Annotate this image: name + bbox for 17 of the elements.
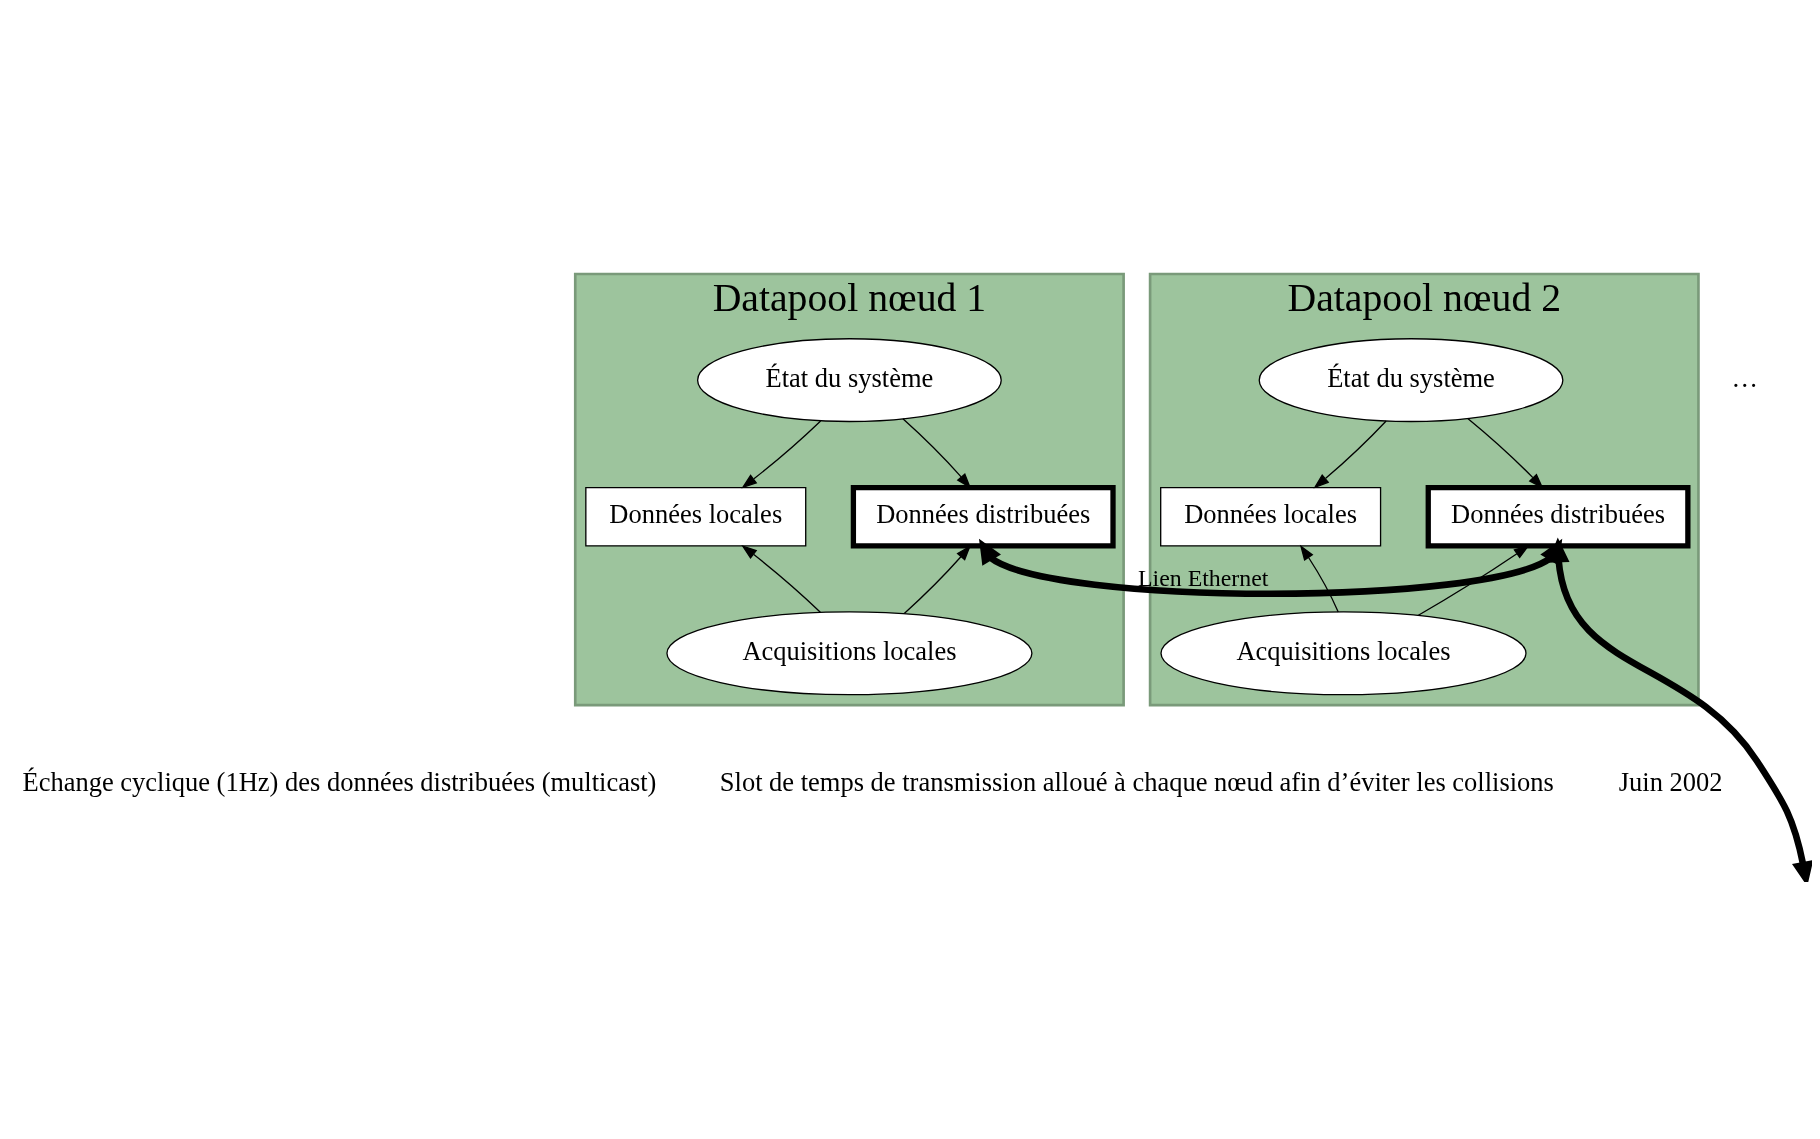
- node-ellipse: Acquisitions locales: [665, 610, 1033, 695]
- arrow: [740, 544, 821, 613]
- node-ellipse: État du système: [696, 337, 1002, 422]
- node-box: Données distribuées: [850, 484, 1116, 548]
- node-ellipse: État du système: [1258, 337, 1563, 422]
- edge-label: Lien Ethernet: [1137, 564, 1268, 591]
- node-box: Données distribuées: [1425, 484, 1690, 548]
- label: Slot de temps de transmission alloué à chaque nœud afin d’éviter les collisions: [719, 766, 1554, 797]
- node-box: Données locales: [1159, 486, 1381, 546]
- arrow: [1313, 419, 1387, 489]
- node-box: Données locales: [584, 486, 806, 546]
- label: Juin 2002: [1618, 766, 1723, 797]
- node-ellipse: Acquisitions locales: [1159, 610, 1527, 695]
- label: …: [1731, 362, 1758, 393]
- arrow: [1299, 544, 1339, 613]
- arrow: [740, 419, 821, 488]
- label: Échange cyclique (1Hz) des données distribuées (multicast): [22, 766, 656, 797]
